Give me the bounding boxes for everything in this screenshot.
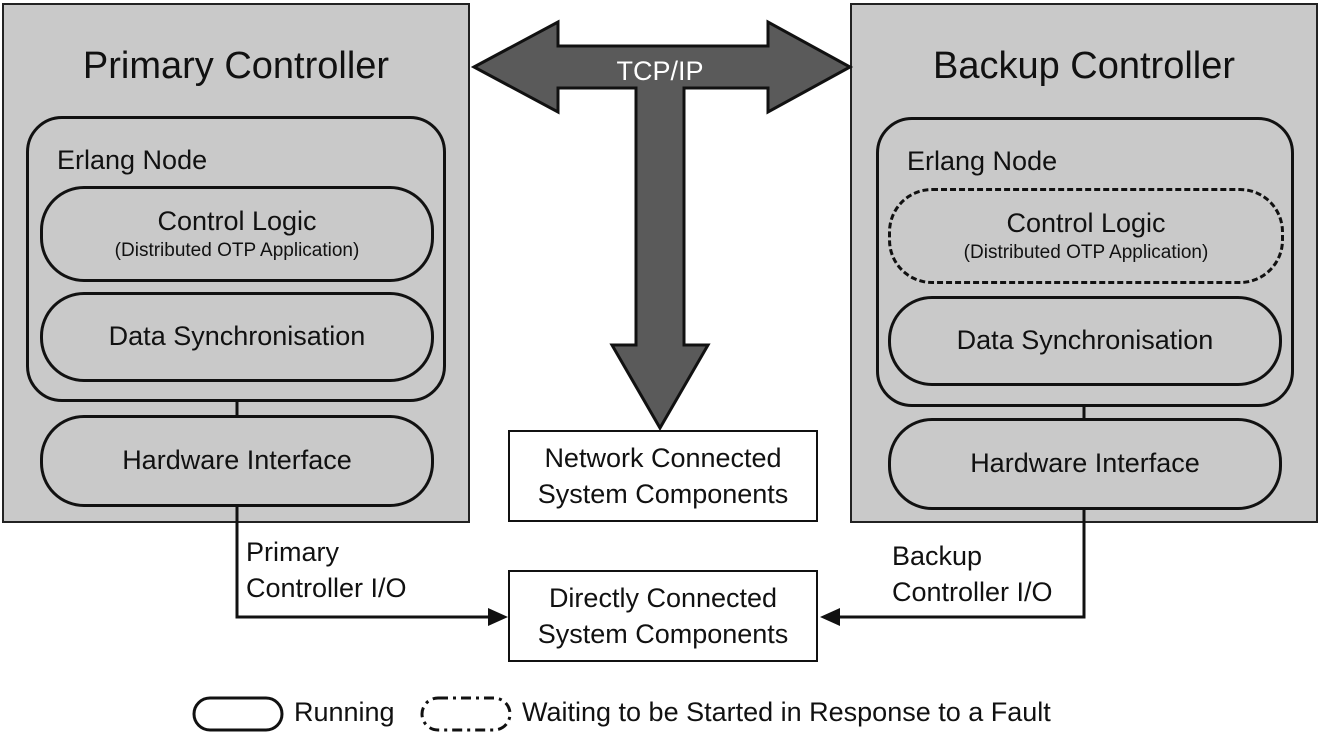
direct-components-line1: Directly Connected [548,582,778,613]
backup-data-sync: Data Synchronisation [888,296,1282,386]
backup-data-sync-label: Data Synchronisation [956,325,1214,356]
network-components-box: Network Connected System Components [508,430,818,522]
primary-hardware-interface: Hardware Interface [40,415,434,507]
backup-io-label-line1: Backup [892,541,983,571]
primary-control-logic-label: Control Logic [157,206,317,237]
tcpip-label: TCP/IP [616,56,704,86]
backup-io-arrowhead [820,608,840,626]
direct-components-line2: System Components [537,619,789,649]
network-components-line1: Network Connected [544,442,782,473]
network-components-line2: System Components [537,479,789,509]
legend-running-shape [192,696,284,732]
backup-io-label: Backup Controller I/O [892,538,1053,611]
primary-io-label-line2: Controller I/O [246,573,407,604]
backup-control-logic: Control Logic (Distributed OTP Applicati… [888,188,1284,284]
backup-hardware-interface-label: Hardware Interface [970,448,1200,479]
backup-control-logic-label: Control Logic [1006,208,1166,239]
backup-io-label-line2: Controller I/O [892,577,1053,608]
backup-io-line [838,510,1086,619]
direct-components-box: Directly Connected System Components [508,570,818,662]
primary-data-sync-label: Data Synchronisation [108,321,366,352]
primary-io-label: Primary Controller I/O [246,534,407,607]
primary-erlang-node-label: Erlang Node [57,145,208,175]
primary-io-line [235,507,490,619]
legend-waiting-label: Waiting to be Started in Response to a F… [522,697,1051,727]
legend-running-label: Running [294,697,395,727]
primary-control-logic: Control Logic (Distributed OTP Applicati… [40,186,434,282]
backup-erlang-node-label: Erlang Node [907,146,1058,176]
primary-control-logic-sublabel: (Distributed OTP Application) [114,239,360,261]
primary-io-arrowhead [488,608,508,626]
primary-io-label-line1: Primary [246,537,339,567]
tcpip-arrow-shape [470,19,854,431]
backup-control-logic-sublabel: (Distributed OTP Application) [963,241,1209,263]
backup-controller-title: Backup Controller [932,45,1236,87]
primary-controller-title: Primary Controller [82,45,390,87]
backup-hardware-interface: Hardware Interface [888,418,1282,510]
primary-hardware-interface-label: Hardware Interface [122,445,352,476]
primary-data-sync: Data Synchronisation [40,292,434,382]
legend-waiting-shape [420,696,512,732]
